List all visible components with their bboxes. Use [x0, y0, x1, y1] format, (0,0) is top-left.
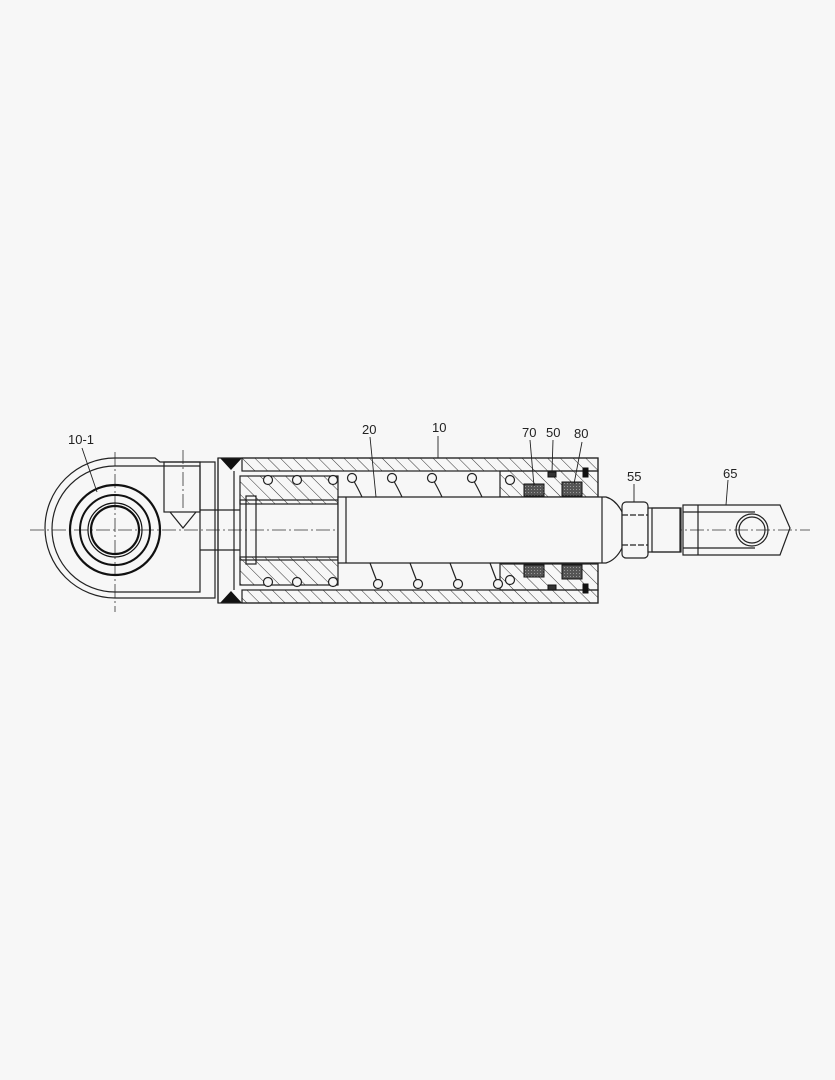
callout-55: 55 — [627, 469, 641, 484]
callout-50: 50 — [546, 425, 560, 440]
callout-70: 70 — [522, 425, 536, 440]
callout-labels: 10-1 20 10 70 50 80 55 65 — [68, 420, 737, 484]
cylinder-tube — [217, 457, 599, 604]
callout-65: 65 — [723, 466, 737, 481]
callout-20: 20 — [362, 422, 376, 437]
lock-nut — [621, 501, 682, 559]
callout-80: 80 — [574, 426, 588, 441]
eye-bearing — [68, 483, 162, 577]
weld-marks — [220, 458, 242, 603]
callout-10: 10 — [432, 420, 446, 435]
callout-10-1: 10-1 — [68, 432, 94, 447]
piston-rod — [337, 496, 623, 564]
leader-lines — [81, 436, 729, 506]
seals — [523, 467, 589, 594]
rod-clevis — [682, 504, 791, 556]
eye-end-mount — [44, 457, 240, 599]
piston — [239, 475, 339, 586]
spring-coils — [262, 472, 516, 590]
